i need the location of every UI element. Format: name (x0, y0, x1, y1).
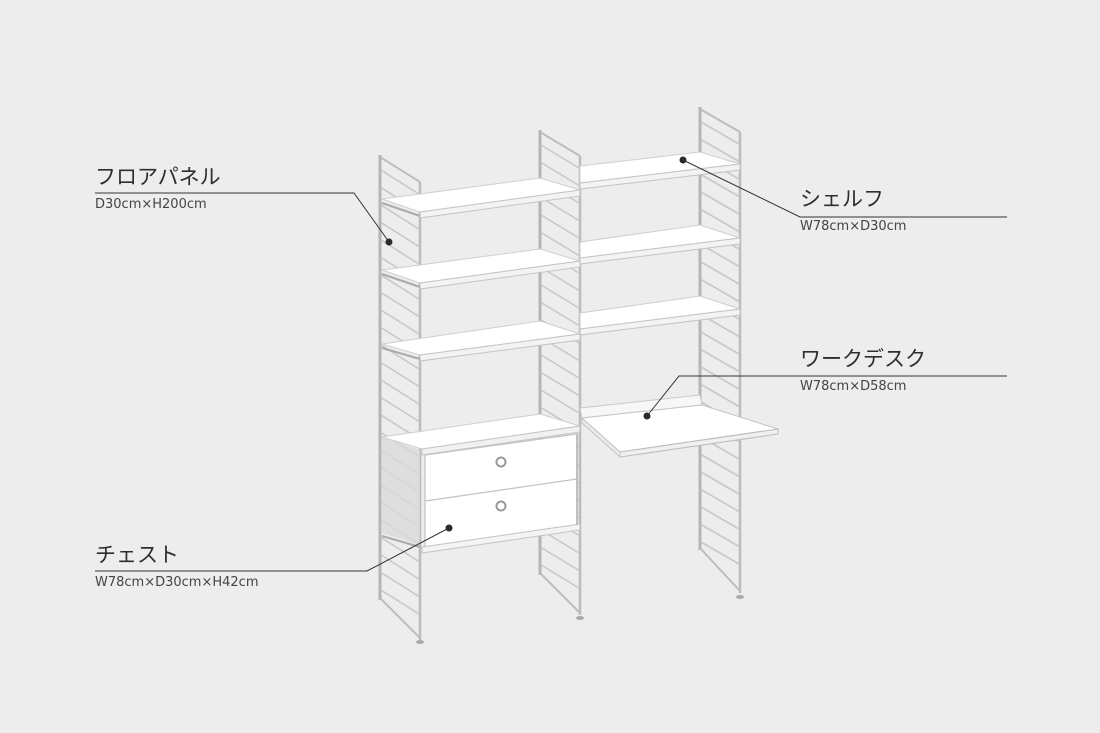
leader-dots (385, 156, 687, 532)
leader-work-desk (646, 375, 1007, 417)
dot-floor-panel (385, 238, 393, 246)
shelf-left-3 (381, 320, 581, 362)
shelf-left-2 (381, 248, 581, 290)
label-floor-panel-title: フロアパネル (95, 165, 221, 189)
dot-chest (445, 524, 453, 532)
label-floor-panel: フロアパネル D30cm×H200cm (95, 165, 221, 213)
label-floor-panel-spec: D30cm×H200cm (95, 197, 207, 212)
leader-lines (95, 159, 1007, 572)
label-shelf-title: シェルフ (800, 187, 884, 211)
drawer-knob-lower (495, 500, 507, 512)
label-work-desk-spec: W78cm×D58cm (800, 379, 907, 394)
floor-panel-right (698, 107, 744, 599)
floor-panel-left (378, 155, 424, 644)
label-chest: チェスト W78cm×D30cm×H42cm (95, 543, 258, 591)
shelf-left-1 (381, 177, 581, 219)
shelf-right-1 (579, 151, 741, 190)
label-shelf: シェルフ W78cm×D30cm (800, 187, 906, 235)
leader-chest (95, 527, 450, 572)
label-shelf-spec: W78cm×D30cm (800, 219, 907, 234)
shelf-right-2 (579, 224, 741, 265)
dot-work-desk (643, 412, 651, 420)
leader-floor-panel (95, 192, 390, 243)
drawer-knob-upper (495, 456, 507, 468)
label-work-desk: ワークデスク W78cm×D58cm (800, 347, 926, 395)
shelf-right-3 (579, 295, 741, 336)
work-desk (579, 394, 779, 459)
chest (381, 413, 581, 554)
leader-shelf (682, 159, 1007, 218)
label-work-desk-title: ワークデスク (800, 347, 926, 371)
dot-shelf (679, 156, 687, 164)
floor-panel-middle (538, 130, 584, 620)
label-chest-spec: W78cm×D30cm×H42cm (95, 575, 259, 590)
label-chest-title: チェスト (95, 543, 179, 567)
